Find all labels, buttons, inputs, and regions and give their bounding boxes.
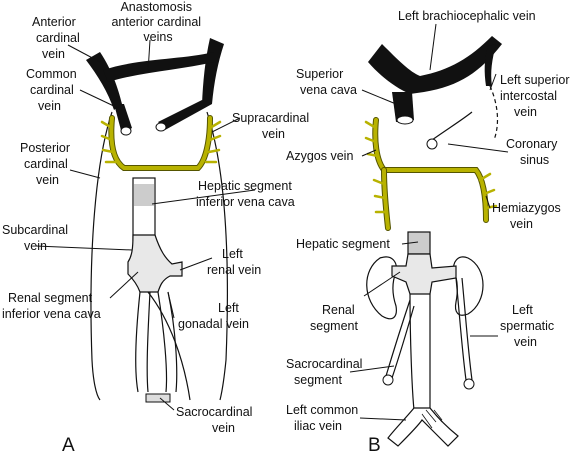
label-renal-segment-ivc: Renal segment inferior vena cava bbox=[2, 291, 101, 321]
coronary-sinus-opening bbox=[426, 138, 438, 150]
label-supracardinal-vein: Supracardinal vein bbox=[232, 111, 313, 141]
label-hepatic-segment-ivc: Hepatic segment inferior vena cava bbox=[196, 179, 295, 209]
sacrocardinal-anastomosis bbox=[145, 393, 171, 403]
left-brachiocephalic-vein bbox=[368, 36, 502, 94]
label-coronary-sinus: Coronary sinus bbox=[506, 137, 561, 167]
hemiazygos-branch-ticks bbox=[478, 172, 498, 210]
right-posterior-cardinal-vein bbox=[206, 111, 228, 401]
panel-a-letter: A bbox=[62, 435, 75, 456]
superior-vena-cava bbox=[392, 92, 414, 122]
left-common-cardinal-vein bbox=[158, 100, 212, 130]
left-superior-intercostal-vein bbox=[484, 44, 496, 86]
label-hemiazygos-vein: Hemiazygos vein bbox=[492, 201, 564, 231]
left-anterior-cardinal-vein bbox=[202, 38, 224, 104]
label-superior-vena-cava: Superior vena cava bbox=[296, 67, 357, 97]
right-common-cardinal-vein bbox=[114, 104, 132, 134]
coronary-sinus bbox=[431, 111, 473, 141]
supracardinal-branch-ticks-right bbox=[100, 120, 118, 164]
supracardinal-branch-ticks-left bbox=[204, 120, 222, 164]
inferior-vena-cava-b bbox=[409, 293, 431, 411]
label-left-spermatic-vein: Left spermatic vein bbox=[500, 303, 558, 349]
left-posterior-cardinal-vein bbox=[90, 111, 113, 401]
label-hepatic-segment: Hepatic segment bbox=[296, 237, 390, 251]
right-kidney bbox=[366, 256, 397, 320]
label-sacrocardinal-vein: Sacrocardinal vein bbox=[176, 405, 256, 435]
azygos-hemiazygos-system bbox=[373, 118, 488, 222]
label-left-brachiocephalic-vein: Left brachiocephalic vein bbox=[398, 9, 536, 23]
label-azygos-vein: Azygos vein bbox=[286, 149, 353, 163]
left-common-iliac-vein bbox=[387, 407, 459, 447]
right-common-cardinal-stump bbox=[120, 126, 132, 136]
anastomosis-anterior-cardinal-veins bbox=[103, 52, 214, 82]
left-spermatic-vein bbox=[455, 277, 473, 381]
supracardinal-vein-pair bbox=[109, 116, 212, 170]
label-subcardinal-vein: Subcardinal vein bbox=[2, 223, 72, 253]
label-left-gonadal-vein: Left gonadal vein bbox=[178, 301, 249, 331]
label-renal-segment: Renal segment bbox=[310, 303, 358, 333]
label-common-cardinal-vein: Common cardinal vein bbox=[26, 67, 80, 113]
label-anterior-cardinal-vein: Anterior cardinal vein bbox=[32, 15, 83, 61]
renal-segment-ivc bbox=[127, 234, 183, 293]
label-posterior-cardinal-vein: Posterior cardinal vein bbox=[20, 141, 74, 187]
label-left-superior-intercostal-vein: Left superior intercostal vein bbox=[500, 73, 573, 119]
sacrocardinal-segment bbox=[385, 299, 415, 379]
leader-lines bbox=[35, 23, 509, 421]
label-left-common-iliac-vein: Left common iliac vein bbox=[286, 403, 362, 433]
label-left-renal-vein: Left renal vein bbox=[207, 247, 261, 277]
panel-b-letter: B bbox=[368, 435, 381, 456]
panel-b-drawing bbox=[364, 36, 502, 447]
label-sacrocardinal-segment: Sacrocardinal segment bbox=[286, 357, 366, 387]
left-kidney bbox=[453, 256, 484, 316]
azygos-branch-ticks bbox=[364, 120, 388, 214]
left-gonadal-vein-a bbox=[147, 291, 191, 401]
right-anterior-cardinal-vein bbox=[86, 52, 122, 110]
renal-segment bbox=[391, 253, 457, 295]
lower-ivc-left bbox=[157, 291, 178, 393]
panel-a-drawing bbox=[86, 38, 228, 403]
left-common-cardinal-stump bbox=[155, 122, 167, 132]
lower-ivc-right bbox=[135, 291, 151, 393]
label-anastomosis: Anastomosis anterior cardinal veins bbox=[111, 0, 204, 44]
